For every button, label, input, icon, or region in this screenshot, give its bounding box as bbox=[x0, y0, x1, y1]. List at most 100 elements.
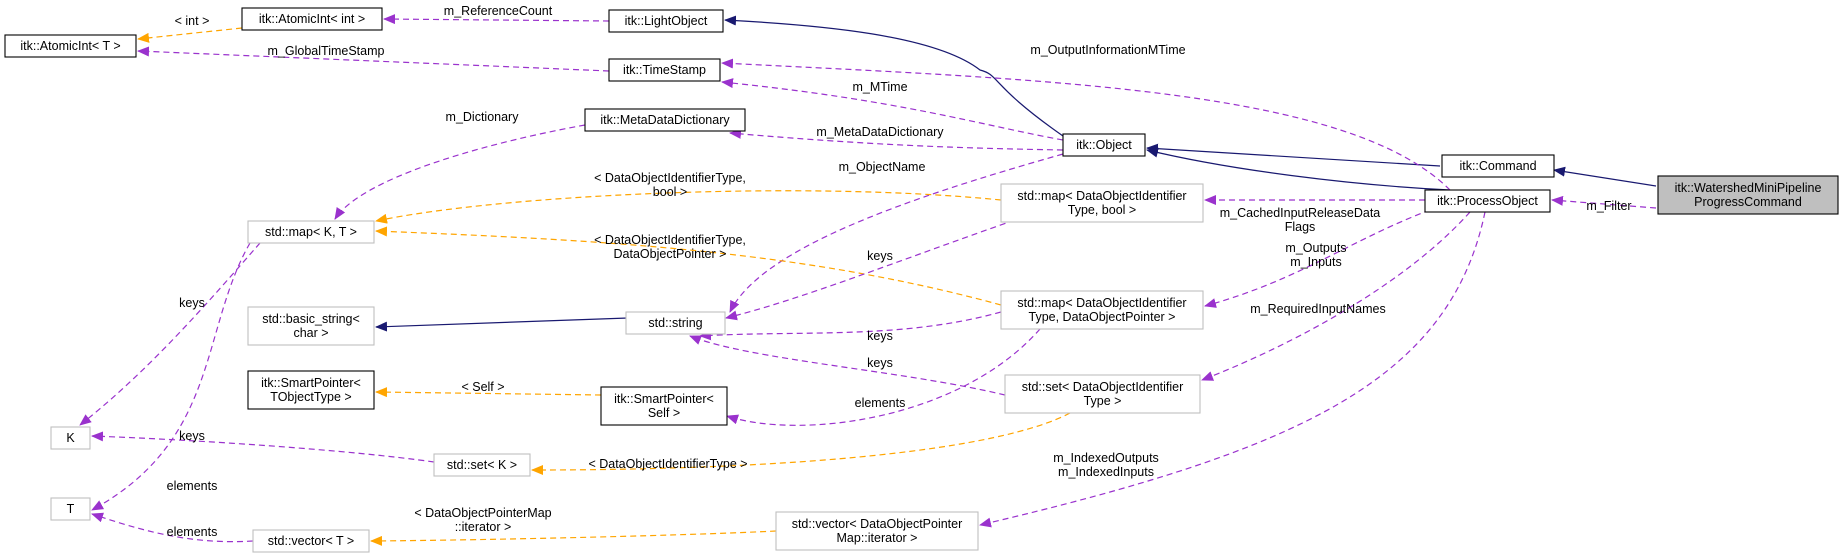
edge-label-line: m_Dictionary bbox=[446, 110, 520, 124]
node-label-line: std::basic_string< bbox=[262, 312, 360, 326]
node-meta-data-dictionary[interactable]: itk::MetaDataDictionary bbox=[584, 108, 746, 132]
edge-navy-2 bbox=[1146, 147, 1451, 191]
node-label-line: itk::Object bbox=[1076, 138, 1132, 152]
edge-label-keys-map-k: keys bbox=[179, 296, 205, 310]
node-smart-pointer-self[interactable]: itk::SmartPointer<Self > bbox=[600, 386, 728, 426]
node-map-pointer[interactable]: std::map< DataObjectIdentifierType, Data… bbox=[1000, 290, 1204, 330]
node-command[interactable]: itk::Command bbox=[1441, 154, 1555, 178]
edge-label-line: m_RequiredInputNames bbox=[1250, 302, 1386, 316]
node-label-line: std::vector< T > bbox=[268, 534, 354, 548]
edge-purple-7 bbox=[383, 14, 610, 25]
edge-label-line: keys bbox=[867, 249, 893, 263]
node-t[interactable]: T bbox=[50, 497, 91, 521]
node-label-line: itk::SmartPointer< bbox=[614, 392, 714, 406]
node-label-line: itk::LightObject bbox=[625, 14, 708, 28]
node-label-line: char > bbox=[293, 326, 328, 340]
edge-label-line: m_Filter bbox=[1586, 199, 1631, 213]
node-box bbox=[247, 306, 375, 346]
node-vector-t[interactable]: std::vector< T > bbox=[252, 529, 370, 553]
node-atomic-int-int[interactable]: itk::AtomicInt< int > bbox=[241, 7, 383, 31]
edge-label-line: m_ObjectName bbox=[839, 160, 926, 174]
edges-layer bbox=[79, 14, 1657, 546]
edge-orange-22 bbox=[375, 387, 602, 398]
edge-label-m-mtime: m_MTime bbox=[852, 80, 907, 94]
edge-purple-10 bbox=[721, 78, 1064, 141]
edge-label-line: < int > bbox=[175, 14, 210, 28]
edge-label-line: < DataObjectIdentifierType, bbox=[594, 233, 746, 247]
edge-orange-14 bbox=[375, 190, 1002, 224]
edge-purple-25 bbox=[91, 431, 435, 463]
edge-label-keys-set: keys bbox=[867, 356, 893, 370]
node-light-object[interactable]: itk::LightObject bbox=[608, 9, 724, 33]
node-object[interactable]: itk::Object bbox=[1062, 133, 1146, 157]
edge-label-elements-map-t: elements bbox=[167, 479, 218, 493]
node-string[interactable]: std::string bbox=[625, 311, 726, 335]
node-box bbox=[1441, 154, 1555, 178]
edge-purple-23 bbox=[726, 328, 1041, 426]
node-time-stamp[interactable]: itk::TimeStamp bbox=[608, 58, 721, 82]
edge-label-int-arg: < int > bbox=[175, 14, 210, 28]
edge-label-elements-vector: elements bbox=[167, 525, 218, 539]
edge-label-line: m_MetaDataDictionary bbox=[816, 125, 944, 139]
edge-label-m-object-name: m_ObjectName bbox=[839, 160, 926, 174]
edge-purple-19 bbox=[725, 219, 1016, 321]
edge-navy-3 bbox=[724, 15, 1064, 137]
node-smart-pointer-tobj[interactable]: itk::SmartPointer<TObjectType > bbox=[247, 370, 375, 410]
node-box bbox=[433, 453, 531, 477]
node-process-object[interactable]: itk::ProcessObject bbox=[1424, 189, 1551, 213]
node-label-line: ProgressCommand bbox=[1694, 195, 1802, 209]
node-k[interactable]: K bbox=[50, 426, 91, 450]
edge-purple-21 bbox=[689, 335, 1006, 396]
edge-label-line: m_Inputs bbox=[1290, 255, 1341, 269]
edge-label-line: m_ReferenceCount bbox=[444, 4, 553, 18]
edge-purple-27 bbox=[979, 211, 1486, 528]
node-label-line: TObjectType > bbox=[270, 390, 351, 404]
node-atomic-int-t[interactable]: itk::AtomicInt< T > bbox=[4, 34, 137, 58]
node-label-line: itk::ProcessObject bbox=[1437, 194, 1538, 208]
node-box bbox=[600, 386, 728, 426]
edge-purple-5 bbox=[1551, 195, 1657, 209]
node-set-k[interactable]: std::set< K > bbox=[433, 453, 531, 477]
edge-purple-6 bbox=[721, 58, 1451, 191]
edge-purple-18 bbox=[1201, 211, 1471, 381]
node-label-line: std::set< K > bbox=[447, 458, 517, 472]
edge-orange-8 bbox=[137, 27, 243, 43]
edge-purple-9 bbox=[137, 46, 610, 72]
node-vector-iter[interactable]: std::vector< DataObjectPointerMap::itera… bbox=[775, 511, 979, 551]
edge-label-line: < Self > bbox=[461, 380, 504, 394]
edge-purple-17 bbox=[1204, 209, 1431, 308]
node-label-line: K bbox=[66, 431, 75, 445]
node-label-line: itk::WatershedMiniPipeline bbox=[1675, 181, 1822, 195]
node-set-identifier[interactable]: std::set< DataObjectIdentifierType > bbox=[1004, 374, 1201, 414]
edge-purple-12 bbox=[334, 124, 586, 220]
node-box bbox=[1004, 374, 1201, 414]
node-label-line: itk::TimeStamp bbox=[623, 63, 706, 77]
node-map-bool[interactable]: std::map< DataObjectIdentifierType, bool… bbox=[1000, 183, 1204, 223]
edge-label-line: Flags bbox=[1285, 220, 1316, 234]
node-basic-string[interactable]: std::basic_string<char > bbox=[247, 306, 375, 346]
node-label-line: itk::SmartPointer< bbox=[261, 376, 361, 390]
node-map-k-t[interactable]: std::map< K, T > bbox=[247, 220, 375, 244]
edge-label-line: m_MTime bbox=[852, 80, 907, 94]
edge-label-line: < DataObjectIdentifierType, bbox=[594, 171, 746, 185]
node-box bbox=[50, 426, 91, 450]
edge-label-self-arg: < Self > bbox=[461, 380, 504, 394]
edge-label-line: DataObjectPointer > bbox=[614, 247, 727, 261]
node-label-line: std::vector< DataObjectPointer bbox=[792, 517, 963, 531]
edge-label-map-pointer-arg: < DataObjectIdentifierType,DataObjectPoi… bbox=[594, 233, 746, 261]
edge-label-vector-iter-arg: < DataObjectPointerMap::iterator > bbox=[414, 506, 551, 534]
edge-label-line: m_IndexedOutputs bbox=[1053, 451, 1159, 465]
edge-purple-11 bbox=[729, 128, 1064, 151]
edge-purple-20 bbox=[699, 311, 1002, 341]
edge-purple-28 bbox=[91, 242, 251, 511]
node-box bbox=[50, 497, 91, 521]
edge-navy-1 bbox=[1146, 143, 1441, 167]
edge-label-line: keys bbox=[867, 329, 893, 343]
node-box bbox=[252, 529, 370, 553]
edge-label-line: elements bbox=[167, 479, 218, 493]
node-watershed[interactable]: itk::WatershedMiniPipelineProgressComman… bbox=[1657, 175, 1839, 215]
edge-label-m-dictionary: m_Dictionary bbox=[446, 110, 520, 124]
